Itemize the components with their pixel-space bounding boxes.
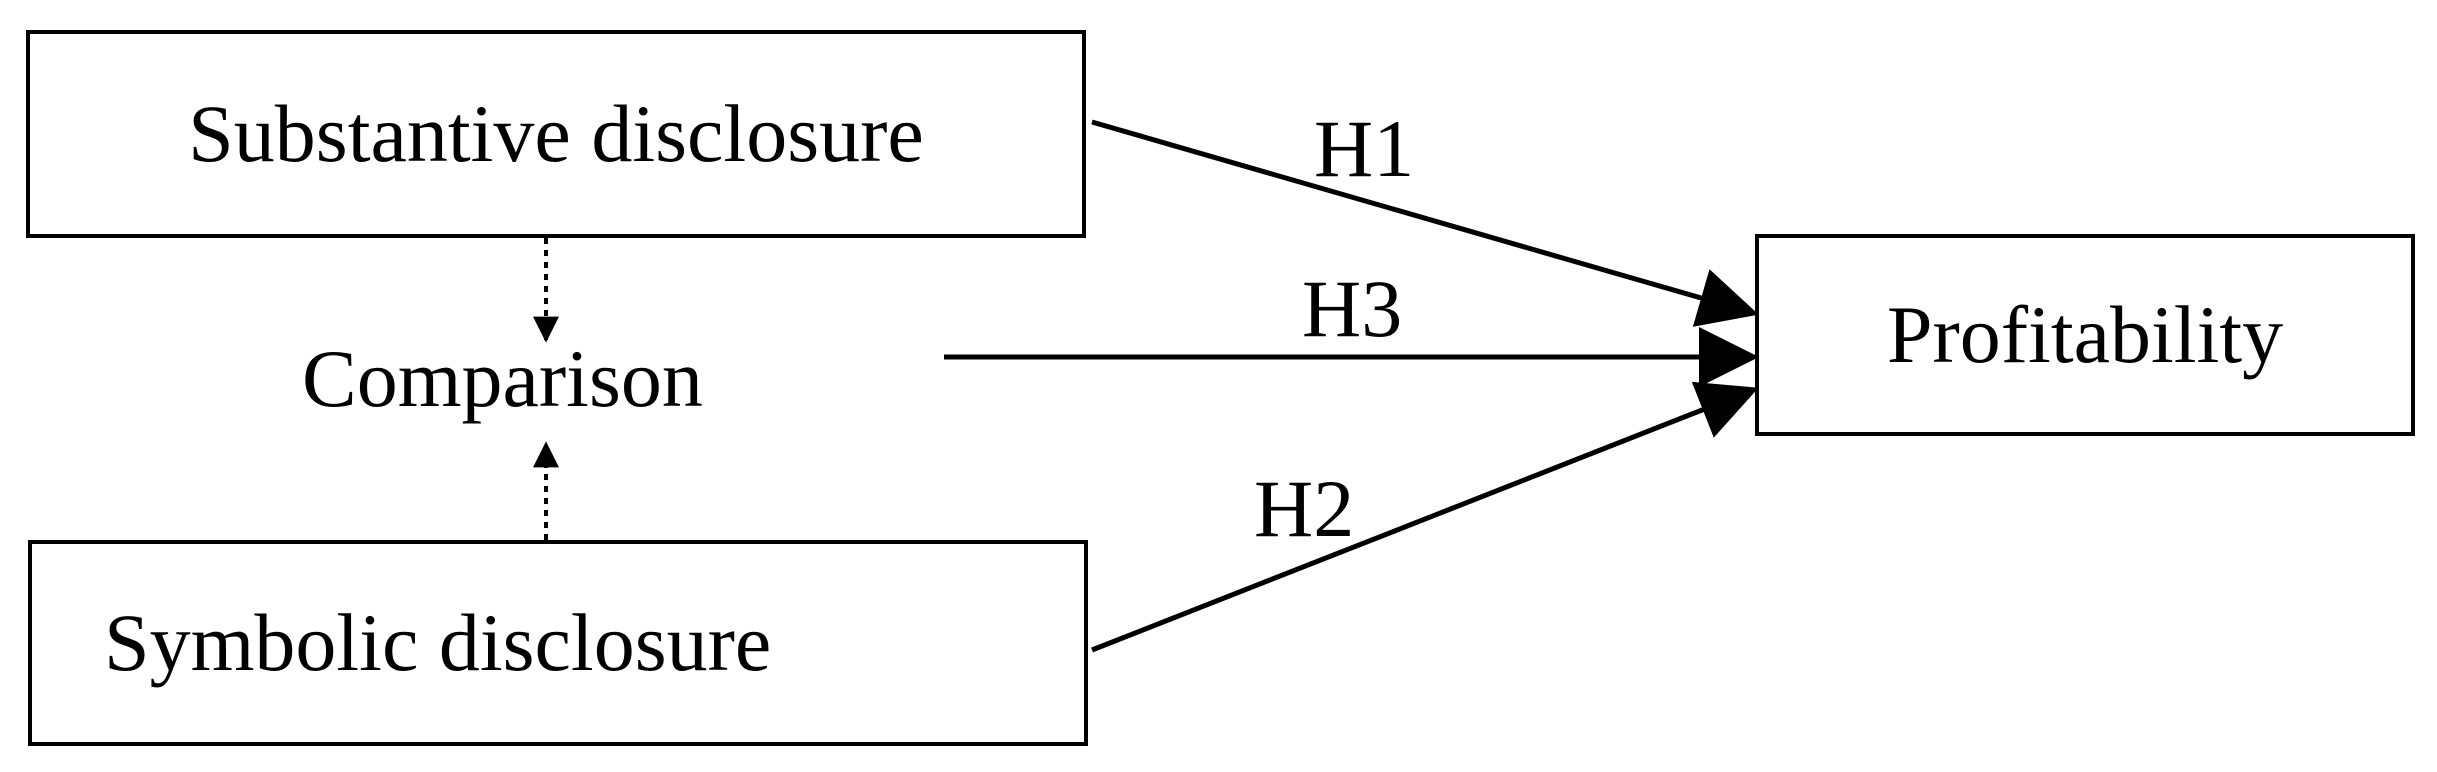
h1-arrow bbox=[1091, 119, 1759, 327]
substantive-disclosure-box: Substantive disclosure bbox=[26, 30, 1086, 238]
profitability-label: Profitability bbox=[1886, 289, 2284, 380]
comparison-label: Comparison bbox=[302, 333, 703, 424]
h3-label: H3 bbox=[1302, 263, 1403, 354]
h2-label: H2 bbox=[1254, 463, 1355, 554]
h2-arrow bbox=[1091, 381, 1759, 653]
h1-label: H1 bbox=[1314, 103, 1415, 194]
substantive-disclosure-label: Substantive disclosure bbox=[188, 88, 924, 179]
symbolic-disclosure-label: Symbolic disclosure bbox=[104, 597, 772, 688]
symbolic-disclosure-box: Symbolic disclosure bbox=[28, 540, 1088, 746]
profitability-box: Profitability bbox=[1755, 234, 2415, 436]
